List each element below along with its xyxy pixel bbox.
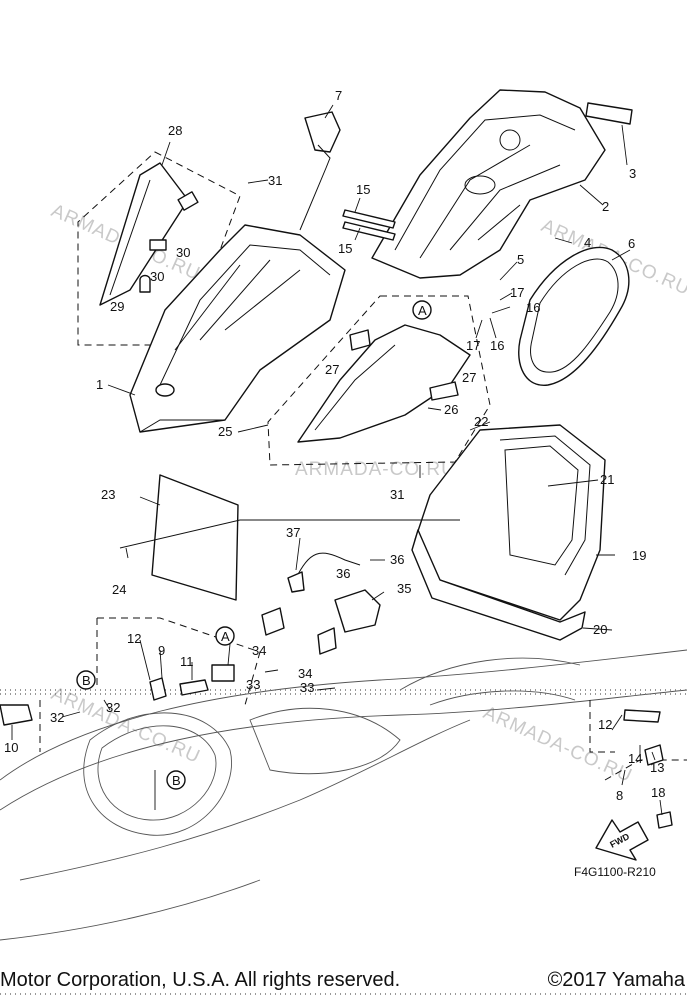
callout-27b: 27 — [462, 370, 476, 385]
callout-37: 37 — [286, 525, 300, 540]
callout-34a: 34 — [252, 643, 266, 658]
callout-12b: 12 — [598, 717, 612, 732]
callout-2: 2 — [602, 199, 609, 214]
footer-right-text: ©2017 Yamaha — [547, 969, 685, 991]
callout-13: 13 — [650, 760, 664, 775]
storage-tray-part — [371, 89, 633, 279]
footer-left-text: Motor Corporation, U.S.A. All rights res… — [0, 969, 401, 991]
callout-28: 28 — [168, 123, 182, 138]
ref-mark-b-left: B — [82, 673, 91, 688]
reference-marks: A A B B — [76, 300, 432, 790]
callout-33b: 33 — [300, 680, 314, 695]
callout-4: 4 — [584, 235, 591, 250]
ref-mark-a-top: A — [418, 303, 427, 318]
front-hood-part — [129, 224, 346, 433]
callout-32b: 32 — [106, 700, 120, 715]
callout-30b: 30 — [150, 269, 164, 284]
callout-35: 35 — [397, 581, 411, 596]
callout-16b: 16 — [490, 338, 504, 353]
callout-16a: 16 — [526, 300, 540, 315]
callout-17a: 17 — [510, 285, 524, 300]
callout-26: 26 — [444, 402, 458, 417]
fwd-arrow-icon: FWD — [595, 819, 649, 861]
gasket-ring-part — [518, 246, 630, 386]
lower-cover-part — [297, 324, 471, 443]
callout-34b: 34 — [298, 666, 312, 681]
callout-36a: 36 — [390, 552, 404, 567]
callout-3: 3 — [629, 166, 636, 181]
callout-12a: 12 — [127, 631, 141, 646]
callout-18: 18 — [651, 785, 665, 800]
callout-7: 7 — [335, 88, 342, 103]
callout-21: 21 — [600, 472, 614, 487]
callout-20: 20 — [593, 622, 607, 637]
callout-25: 25 — [218, 424, 232, 439]
callout-32a: 32 — [50, 710, 64, 725]
callout-15a: 15 — [356, 182, 370, 197]
callout-31b: 31 — [390, 487, 404, 502]
callout-27a: 27 — [325, 362, 339, 377]
bolts-part-15 — [342, 209, 396, 241]
callout-1: 1 — [96, 377, 103, 392]
small-parts — [0, 607, 673, 829]
callout-30a: 30 — [176, 245, 190, 260]
cable-part-37 — [287, 552, 361, 593]
ref-mark-a-bottom: A — [221, 629, 230, 644]
bracket-part-7 — [299, 111, 341, 231]
callout-14: 14 — [628, 751, 642, 766]
callout-11: 11 — [180, 654, 194, 669]
copyright-footer: Motor Corporation, U.S.A. All rights res… — [0, 966, 687, 1000]
ref-mark-b-hull: B — [172, 773, 181, 788]
storage-bin-part — [411, 424, 606, 641]
callout-24: 24 — [112, 582, 126, 597]
callout-29: 29 — [110, 299, 124, 314]
callout-36b: 36 — [336, 566, 350, 581]
callout-6: 6 — [628, 236, 635, 251]
callout-9: 9 — [158, 643, 165, 658]
callout-numbers: 1 2 3 4 5 6 7 8 9 10 11 12 12 13 14 15 1… — [4, 88, 665, 803]
side-cover-part — [99, 162, 199, 306]
callout-19: 19 — [632, 548, 646, 563]
callout-17b: 17 — [466, 338, 480, 353]
callout-23: 23 — [101, 487, 115, 502]
callout-10: 10 — [4, 740, 18, 755]
diagram-code: F4G1100-R210 — [574, 865, 656, 879]
callout-31a: 31 — [268, 173, 282, 188]
callout-15b: 15 — [338, 241, 352, 256]
watermark-4: ARMADA-CO.RU — [48, 683, 203, 768]
hull-outline — [0, 649, 687, 995]
callout-22: 22 — [474, 414, 488, 429]
leader-lines — [11, 104, 663, 816]
callout-33a: 33 — [246, 677, 260, 692]
callout-5: 5 — [517, 252, 524, 267]
callout-8: 8 — [616, 788, 623, 803]
plate-part-23 — [151, 474, 239, 601]
watermark-5: ARMADA-CO.RU — [480, 702, 635, 787]
holder-part-35 — [334, 589, 381, 633]
